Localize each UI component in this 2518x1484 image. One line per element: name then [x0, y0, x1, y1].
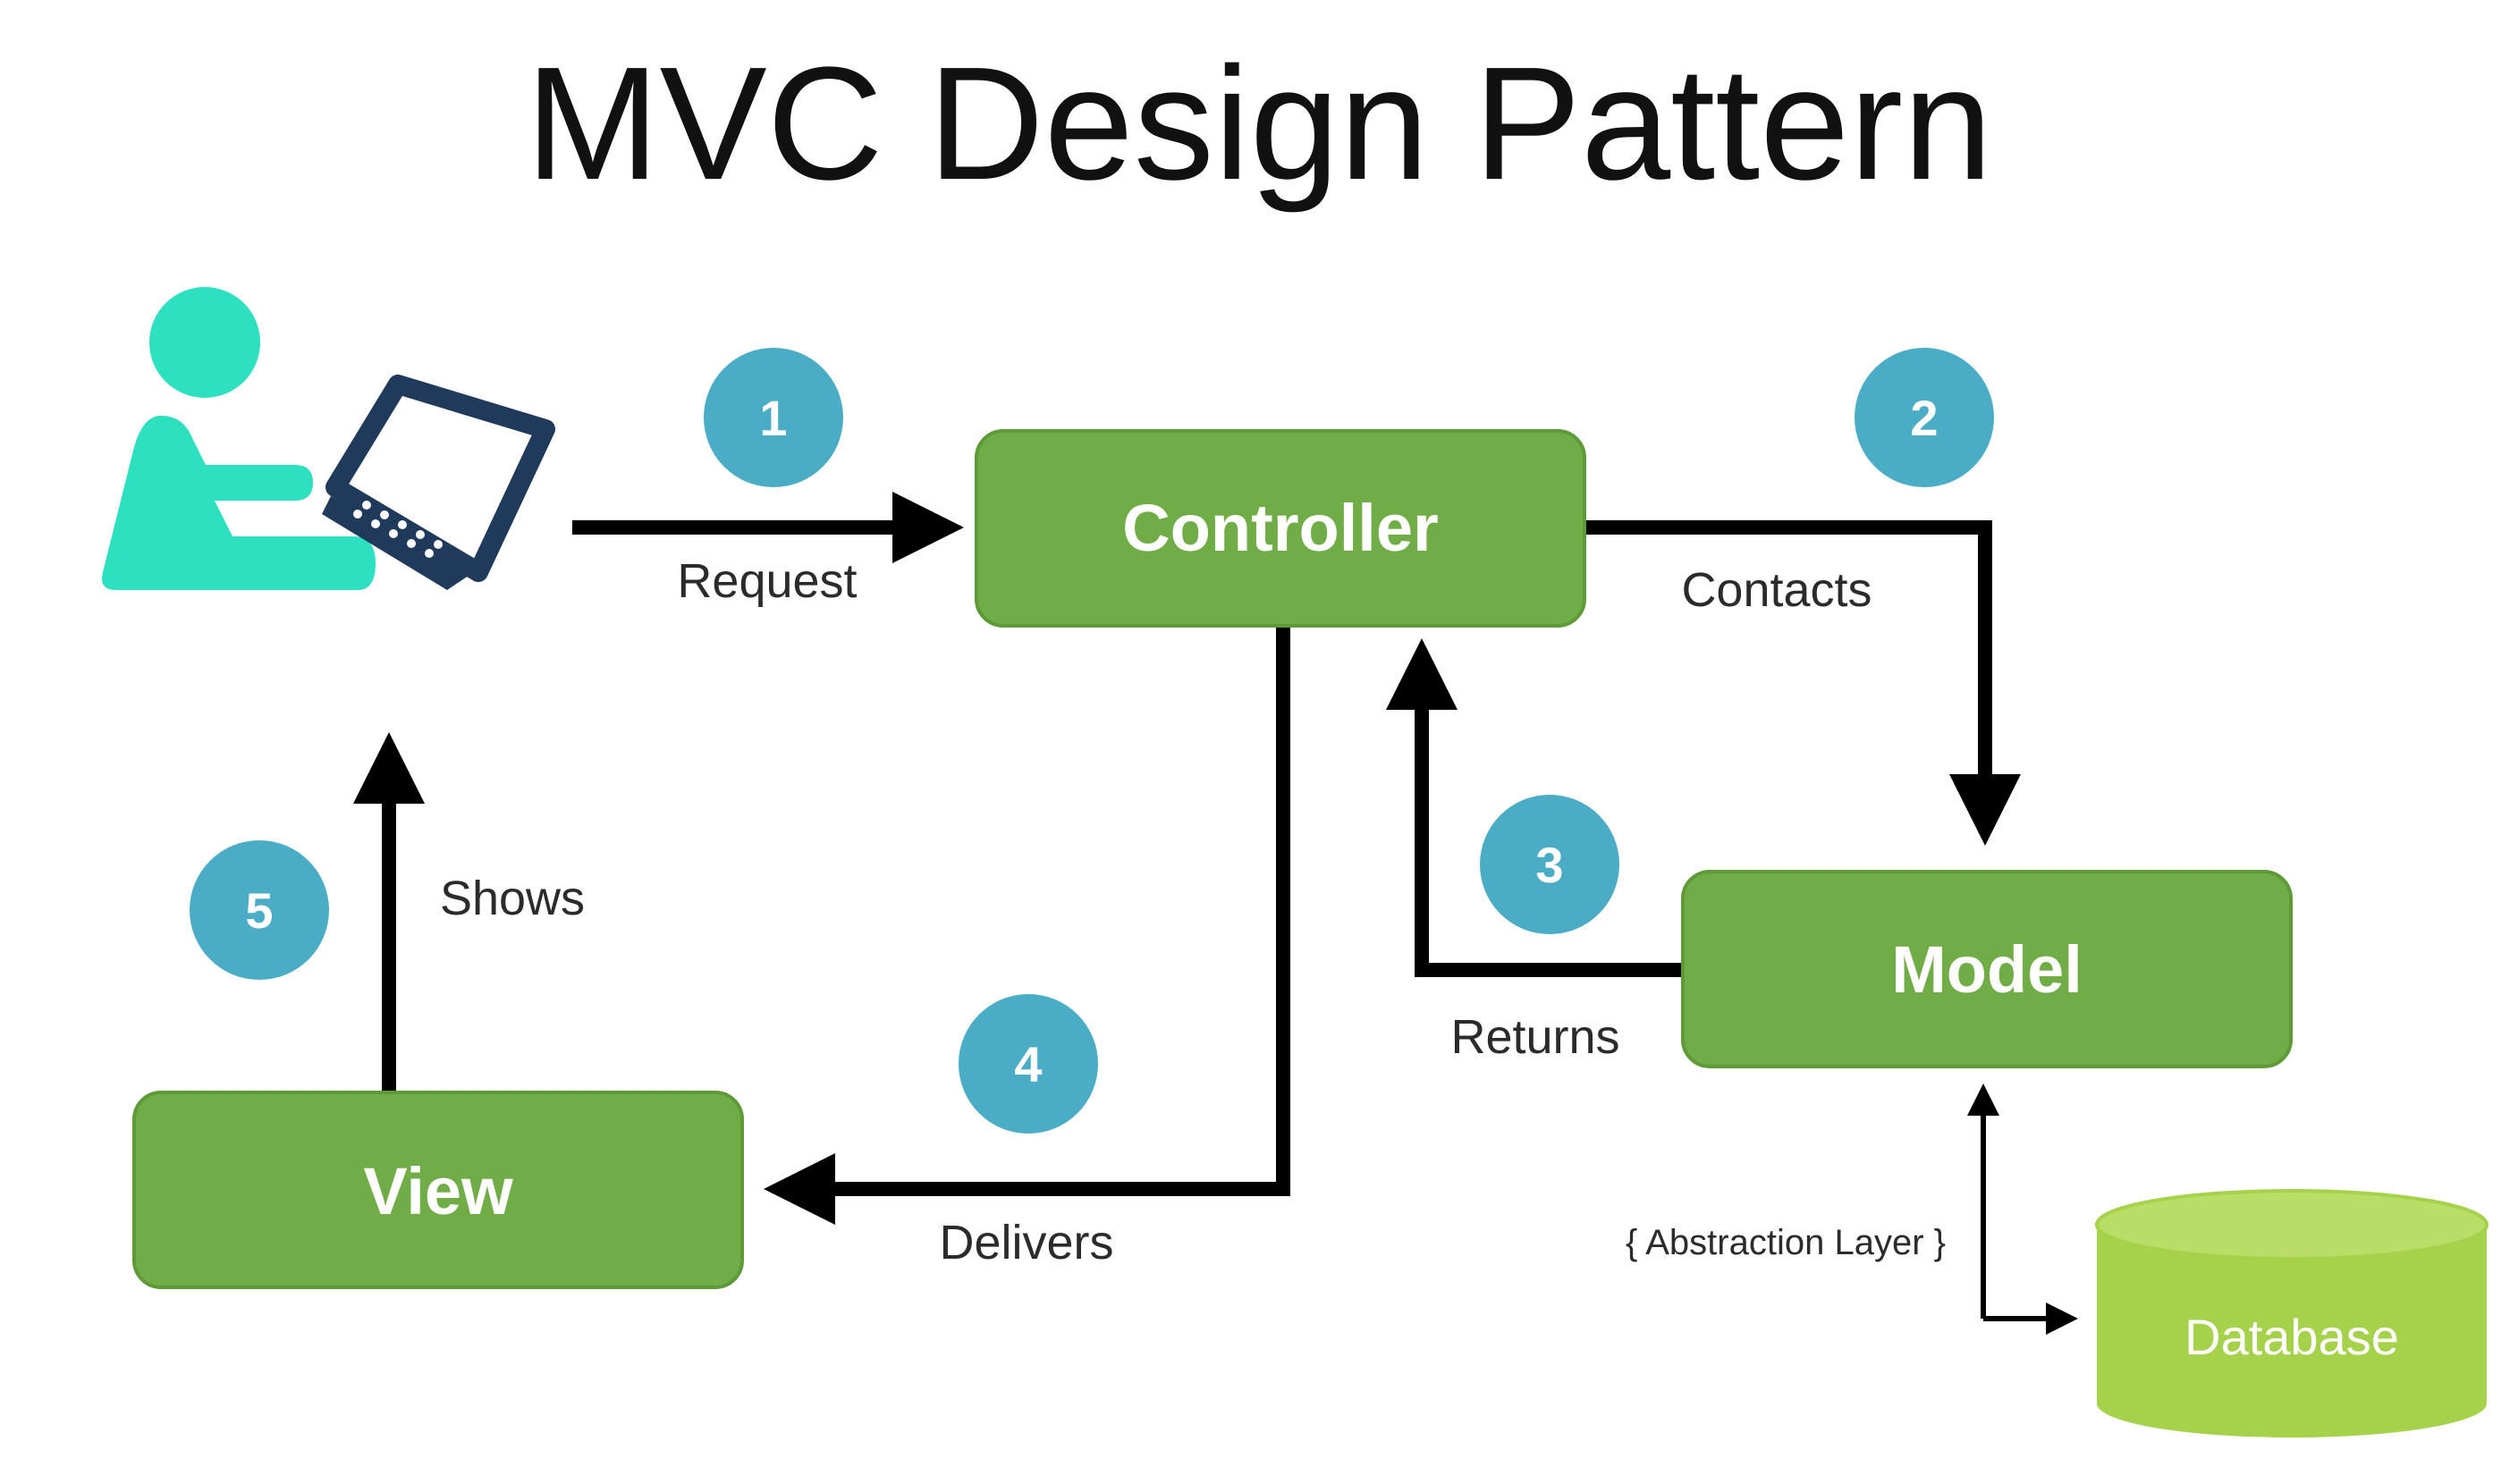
controller-box: Controller — [975, 429, 1586, 628]
returns-label: Returns — [1450, 1010, 1619, 1064]
delivers-arrow — [764, 626, 1290, 1225]
step-badge-5: 5 — [190, 840, 329, 980]
view-label: View — [363, 1154, 513, 1228]
svg-text:4: 4 — [1014, 1036, 1042, 1092]
model-label: Model — [1891, 932, 2083, 1007]
svg-text:5: 5 — [245, 882, 273, 939]
database-icon: Database — [2095, 1189, 2488, 1438]
delivers-label: Delivers — [939, 1216, 1113, 1269]
contacts-label: Contacts — [1681, 563, 1872, 617]
model-box: Model — [1681, 870, 2293, 1068]
view-box: View — [132, 1091, 744, 1289]
step-badge-3: 3 — [1480, 795, 1619, 934]
svg-text:3: 3 — [1535, 837, 1563, 893]
controller-label: Controller — [1122, 491, 1439, 565]
step-badge-4: 4 — [959, 994, 1098, 1134]
returns-arrow — [1386, 638, 1683, 977]
contacts-arrow — [1584, 520, 2021, 846]
user-at-laptop-icon — [102, 287, 555, 590]
step-badge-1: 1 — [704, 348, 843, 487]
shows-label: Shows — [440, 872, 585, 925]
svg-text:2: 2 — [1910, 390, 1938, 446]
database-label: Database — [2184, 1309, 2399, 1365]
request-label: Request — [677, 554, 857, 608]
abstraction-label: { Abstraction Layer } — [1626, 1223, 1946, 1262]
step-badge-2: 2 — [1855, 348, 1994, 487]
page-title: MVC Design Pattern — [526, 34, 1993, 214]
svg-text:1: 1 — [759, 390, 787, 446]
